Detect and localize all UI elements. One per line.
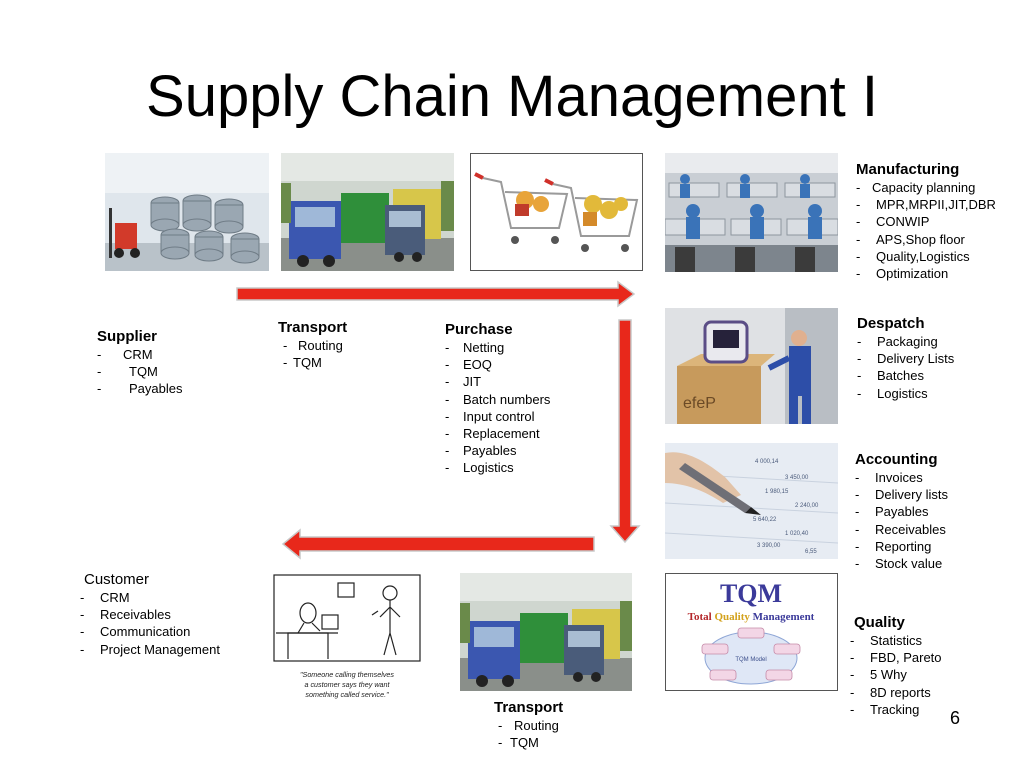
svg-text:2 240,00: 2 240,00 (795, 503, 819, 509)
tqm-logo-word: TQM (720, 579, 782, 608)
list-item: -Delivery Lists (857, 351, 955, 367)
list-item: -Delivery lists (855, 487, 948, 503)
customer-cartoon: "Someone calling themselves a customer s… (268, 571, 426, 703)
list-item: -Quality,Logistics (856, 248, 970, 264)
list-item: -APS,Shop floor (856, 231, 965, 247)
despatch-photo: efeP (665, 308, 838, 424)
list-item: -Optimization (856, 266, 949, 282)
list-item: -Receivables (855, 521, 946, 537)
tqm-logo-image: TQM Total Quality Management TQM Model (665, 573, 838, 691)
transport-top-block: Transport -Routing -TQM (278, 318, 347, 371)
list-item: -Payables (445, 443, 517, 459)
purchase-block: Purchase -Netting -EOQ -JIT -Batch numbe… (445, 320, 550, 477)
slide-title: Supply Chain Management I (146, 64, 878, 129)
svg-text:3 390,00: 3 390,00 (757, 543, 781, 549)
trucks-photo-bottom (460, 573, 632, 691)
warehouse-photo (105, 153, 269, 271)
list-item: -Invoices (855, 470, 923, 485)
list-item: -Capacity planning (856, 180, 976, 195)
list-item: -MPR,MRPII,JIT,DBR (856, 197, 996, 213)
despatch-heading: Despatch (857, 315, 925, 332)
manufacturing-block: Manufacturing -Capacity planning -MPR,MR… (856, 160, 996, 282)
transport-bottom-heading: Transport (494, 699, 564, 716)
accounting-block: Accounting -Invoices -Delivery lists -Pa… (855, 450, 948, 572)
list-item: -JIT (445, 374, 482, 390)
customer-block: Customer -CRM -Receivables -Communicatio… (80, 570, 220, 658)
list-item: -Tracking (850, 701, 920, 717)
accounting-heading: Accounting (855, 451, 938, 468)
list-item: -EOQ (445, 357, 492, 373)
arrow-right-icon (236, 280, 636, 308)
accounting-photo: 4 000,14 3 450,00 1 980,15 2 240,00 5 640,2… (665, 443, 838, 559)
list-item: -Batches (857, 368, 924, 384)
list-item: -Stock value (855, 556, 943, 572)
list-item: -Communication (80, 624, 191, 640)
transport-bottom-block: Transport -Routing -TQM (494, 698, 563, 751)
list-item: -Payables (855, 504, 929, 520)
list-item: -Batch numbers (445, 391, 551, 407)
shopping-carts-image (470, 153, 643, 271)
quality-heading: Quality (854, 614, 905, 631)
tqm-tagline-quality: Quality (714, 611, 752, 623)
transport-top-heading: Transport (278, 319, 348, 336)
list-item: -Packaging (857, 334, 938, 349)
manufacturing-heading: Manufacturing (856, 161, 960, 178)
list-item: -Logistics (857, 385, 928, 401)
list-item: -Routing (498, 718, 559, 733)
list-item: -CRM (97, 347, 153, 362)
list-item: -FBD, Pareto (850, 650, 942, 666)
purchase-heading: Purchase (445, 321, 513, 338)
tqm-tagline-management: Management (753, 611, 815, 623)
supplier-block: Supplier -CRM -TQM -Payables (97, 327, 182, 398)
list-item: -CRM (80, 590, 130, 605)
trucks-photo-top (281, 153, 454, 271)
list-item: -TQM (498, 735, 539, 751)
quality-block: Quality -Statistics -FBD, Pareto -5 Why … (850, 613, 942, 718)
list-item: -Replacement (445, 426, 540, 442)
arrow-down-icon (609, 319, 641, 544)
list-item: -CONWIP (856, 214, 930, 230)
svg-text:6,55: 6,55 (805, 549, 817, 555)
cartoon-caption-line-1: "Someone calling themselves (300, 670, 394, 679)
list-item: -8D reports (850, 684, 931, 700)
list-item: -Logistics (445, 460, 514, 476)
svg-text:1 980,15: 1 980,15 (765, 489, 789, 495)
customer-heading: Customer (84, 571, 150, 588)
factory-floor-photo (665, 153, 838, 272)
list-item: -Receivables (80, 607, 171, 623)
list-item: -Project Management (80, 641, 220, 657)
svg-text:3 450,00: 3 450,00 (785, 475, 809, 481)
tqm-model-label: TQM Model (735, 657, 766, 663)
list-item: -Reporting (855, 538, 932, 554)
list-item: -TQM (283, 355, 322, 371)
svg-text:efeP: efeP (683, 395, 716, 412)
svg-text:1 020,40: 1 020,40 (785, 531, 809, 537)
cartoon-caption-line-2: a customer says they want (304, 680, 390, 689)
svg-text:5 640,22: 5 640,22 (753, 517, 777, 523)
page-number: 6 (950, 708, 961, 728)
despatch-block: Despatch -Packaging -Delivery Lists -Bat… (857, 314, 954, 402)
cartoon-caption-line-3: something called service." (305, 690, 389, 699)
arrow-left-icon (281, 528, 595, 560)
list-item: -TQM (97, 364, 158, 380)
list-item: -Netting (445, 340, 505, 355)
list-item: -Payables (97, 381, 183, 397)
list-item: -Input control (445, 408, 535, 424)
list-item: -Routing (283, 338, 343, 353)
svg-text:4 000,14: 4 000,14 (755, 459, 779, 465)
svg-text:Total Quality Management: Total Quality Management (688, 611, 815, 623)
list-item: -5 Why (850, 667, 907, 683)
supplier-heading: Supplier (97, 328, 158, 345)
tqm-tagline-total: Total (688, 611, 715, 623)
list-item: -Statistics (850, 633, 923, 648)
